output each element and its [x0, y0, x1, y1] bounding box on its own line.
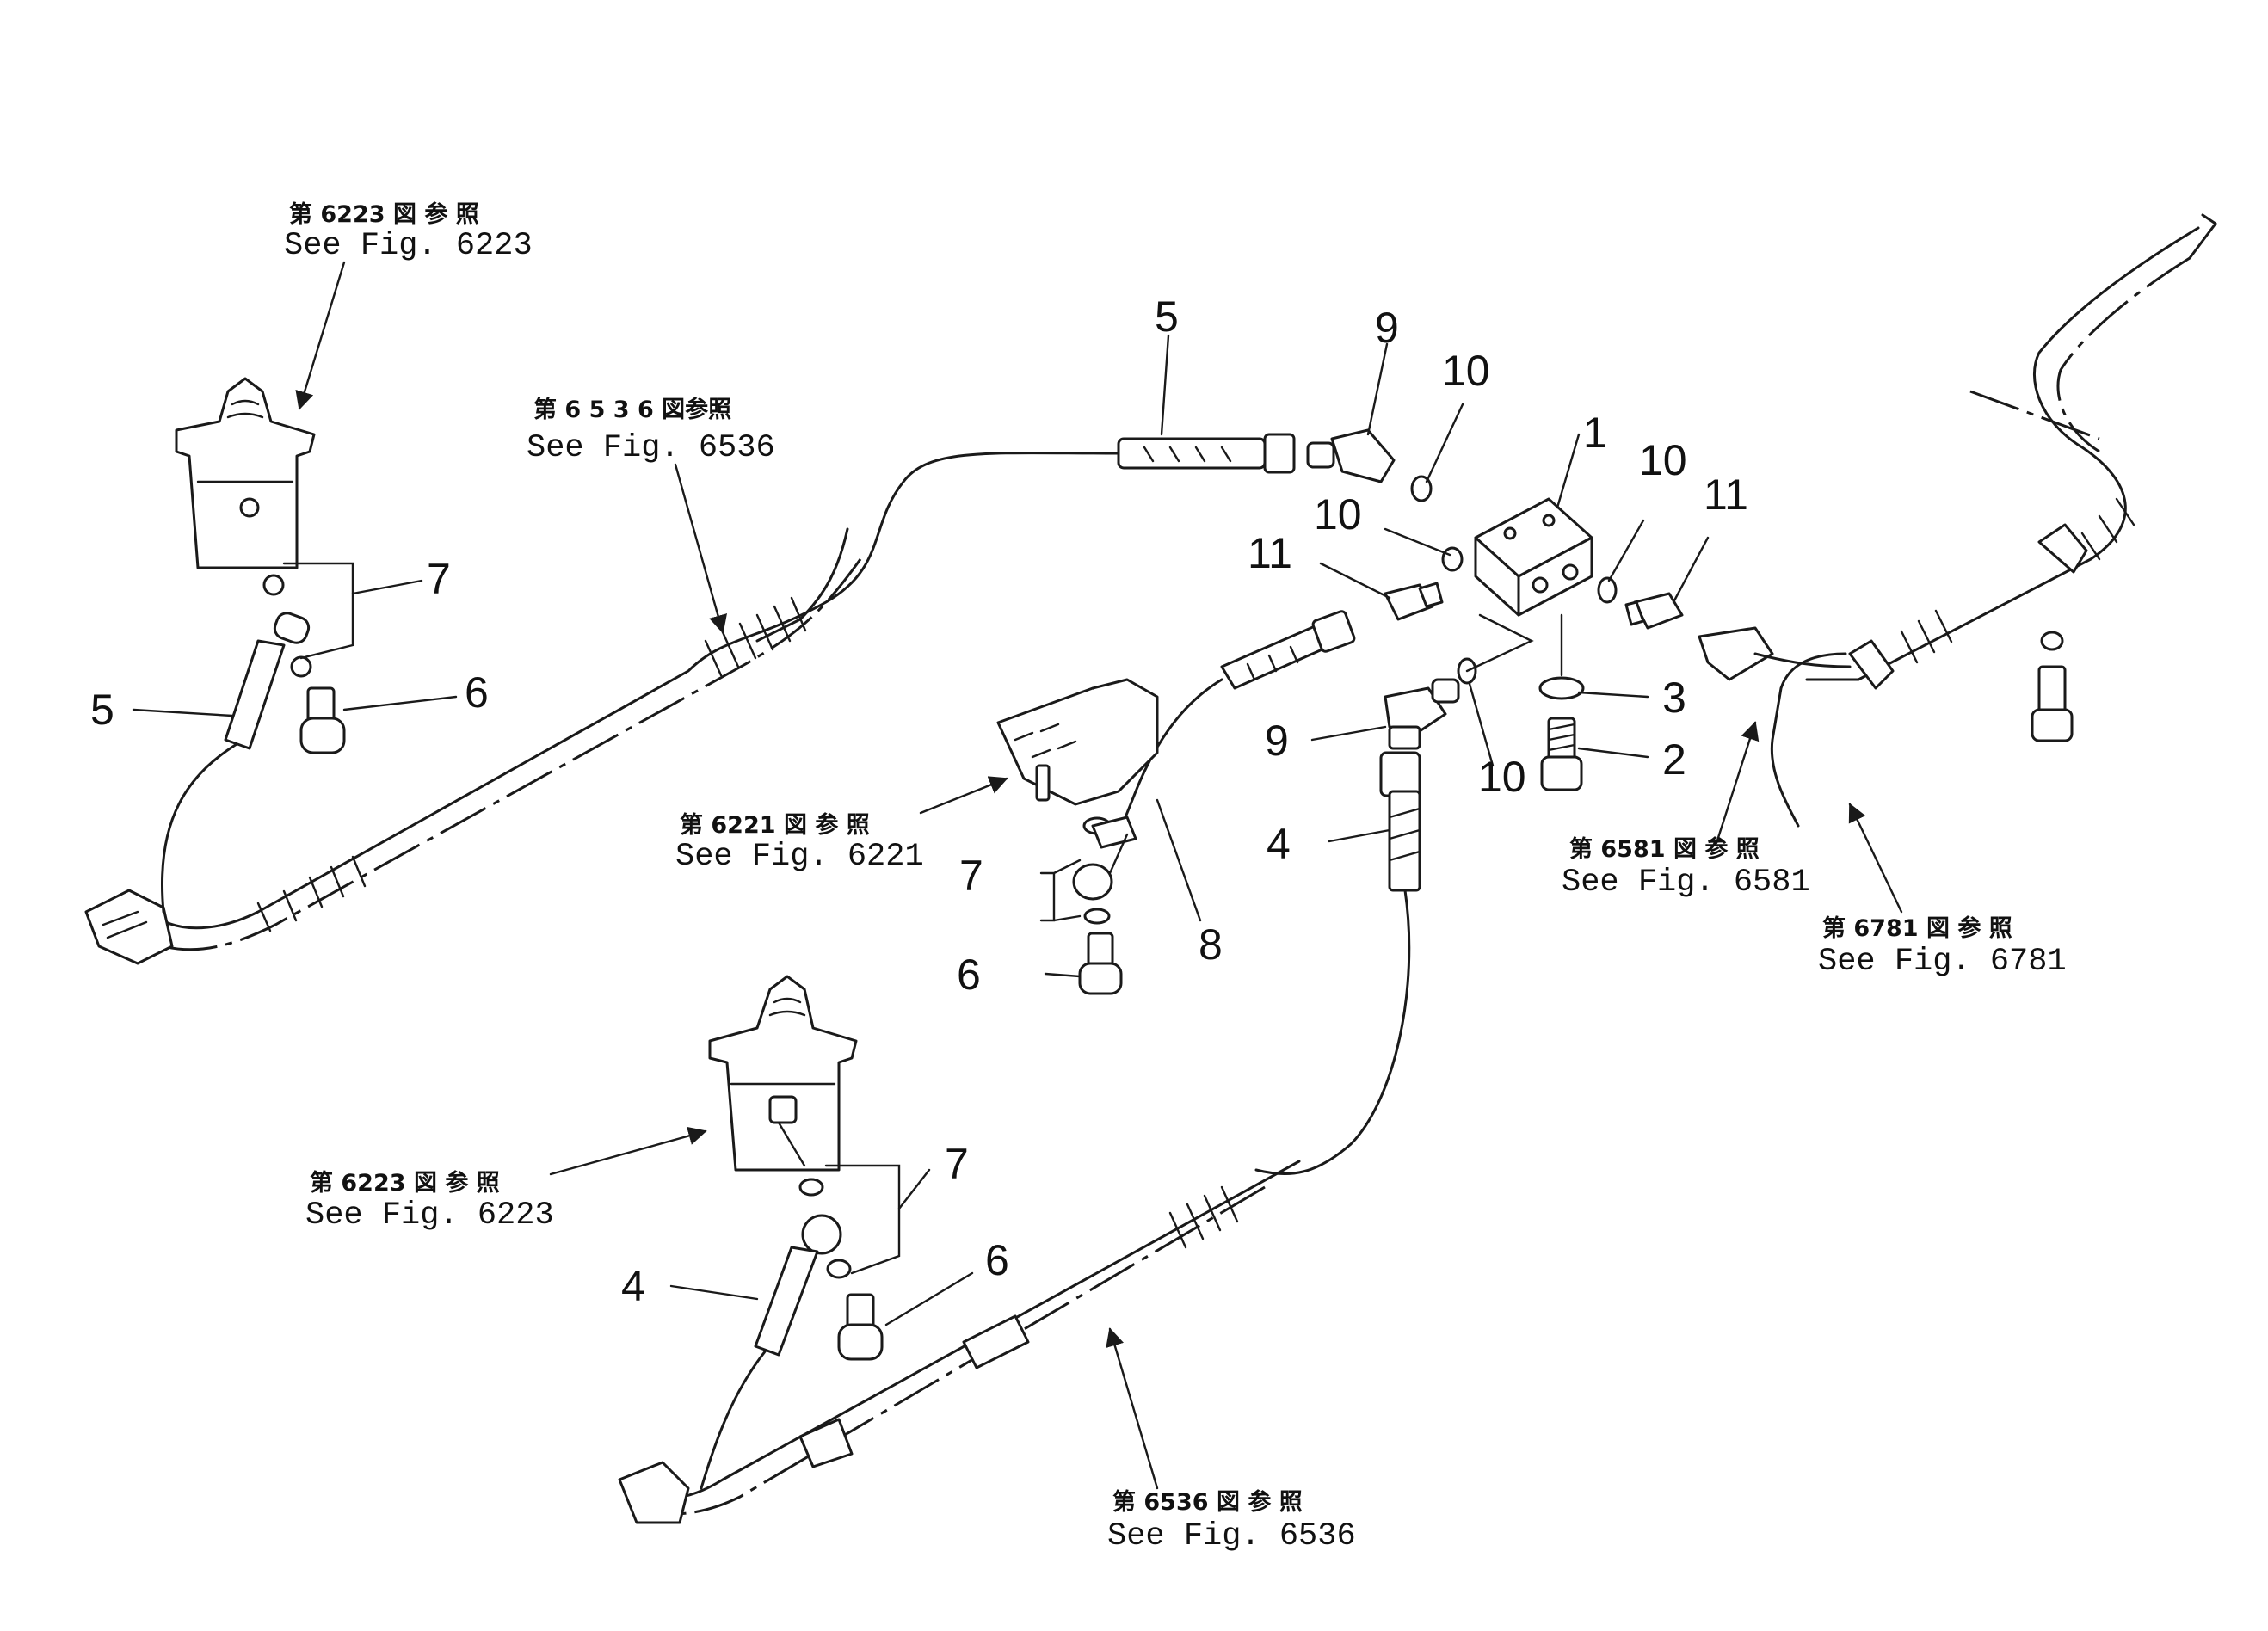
fitting-11-left — [1384, 582, 1444, 621]
hose-5-left — [161, 562, 354, 914]
callout-9-top: 9 — [1375, 304, 1399, 352]
callout-9-lower: 9 — [1265, 717, 1289, 765]
block-1 — [1474, 497, 1593, 617]
callout-10-lower: 10 — [1478, 753, 1526, 801]
o-ring-10-b — [1441, 546, 1464, 572]
elbow-9-top — [1306, 428, 1396, 483]
fitting-11-right — [1624, 592, 1684, 630]
ref-6781-jp: 第 6781 図 参 照 — [1822, 914, 2012, 942]
callout-3: 3 — [1662, 674, 1686, 722]
callout-2: 2 — [1662, 735, 1686, 784]
callout-7-left: 7 — [427, 555, 451, 603]
elbow-9-lower — [1384, 678, 1460, 750]
callout-numbers: 1 2 3 4 4 5 5 6 6 6 7 7 7 8 9 9 10 10 10… — [90, 292, 1748, 1310]
ref-6581-en: See Fig. 6581 — [1562, 865, 1810, 901]
bolt-2 — [1540, 717, 1583, 791]
ref-6536-lower-en: See Fig. 6536 — [1107, 1518, 1356, 1554]
lower-harness — [618, 1160, 1301, 1524]
motor-6221 — [996, 678, 1159, 806]
callout-10-left: 10 — [1314, 490, 1362, 539]
callout-5-top: 5 — [1155, 292, 1179, 341]
hose-elbow-middle — [1072, 816, 1137, 925]
callout-10-top: 10 — [1442, 347, 1490, 395]
ref-6223-lower-jp: 第 6223 図 参 照 — [310, 1169, 500, 1197]
ref-6536-lower-jp: 第 6536 図 参 照 — [1112, 1488, 1303, 1516]
callout-6-middle: 6 — [957, 951, 981, 999]
ref-6223-lower-en: See Fig. 6223 — [305, 1197, 554, 1234]
ref-6536-top-en: See Fig. 6536 — [527, 430, 775, 466]
hose-right — [1698, 626, 1852, 681]
ref-6781-en: See Fig. 6781 — [1818, 944, 2067, 980]
callout-11-left: 11 — [1248, 529, 1292, 577]
ref-6223-top-jp: 第 6223 図 参 照 — [289, 200, 479, 228]
callout-5-left: 5 — [90, 686, 114, 734]
callout-6-left: 6 — [465, 668, 489, 717]
callout-10-right: 10 — [1639, 436, 1687, 484]
callout-7-lower: 7 — [945, 1140, 969, 1188]
valve-upper — [175, 377, 316, 569]
ref-6221-en: See Fig. 6221 — [675, 839, 924, 875]
callout-4-right: 4 — [1267, 820, 1291, 868]
bolt-6-middle — [1078, 932, 1123, 995]
callout-6-lower: 6 — [985, 1236, 1009, 1284]
valve-lower — [708, 975, 858, 1172]
bolt-6-lower — [837, 1293, 884, 1361]
washer-3 — [1538, 676, 1585, 700]
callout-4-left: 4 — [621, 1262, 645, 1310]
ref-6221-jp: 第 6221 図 参 照 — [680, 811, 870, 839]
hose-4-right — [1254, 751, 1421, 1175]
right-harness — [1770, 213, 2217, 828]
callout-1: 1 — [1583, 409, 1607, 457]
hose-5-top — [1117, 433, 1296, 474]
leader-block — [1465, 613, 1534, 673]
figure-references: 第 6223 図 参 照 See Fig. 6223 第 6 5 3 6 図参照… — [284, 200, 2067, 1554]
o-ring-10-c — [1597, 576, 1618, 604]
callout-11-right: 11 — [1704, 471, 1748, 519]
ref-6581-jp: 第 6581 図 参 照 — [1569, 835, 1760, 863]
hose-8 — [1117, 610, 1356, 836]
bolt-6-left — [299, 686, 346, 754]
ref-6536-top-jp: 第 6 5 3 6 図参照 — [533, 396, 731, 423]
hose-4-left — [700, 1164, 901, 1490]
bolt-right — [2031, 631, 2074, 742]
ref-6223-top-en: See Fig. 6223 — [284, 228, 533, 264]
callout-8: 8 — [1199, 920, 1223, 969]
upper-harness — [84, 452, 1120, 965]
reference-arrows — [295, 261, 1903, 1490]
leader-lines — [132, 334, 1710, 1326]
callout-7-middle: 7 — [959, 852, 983, 900]
